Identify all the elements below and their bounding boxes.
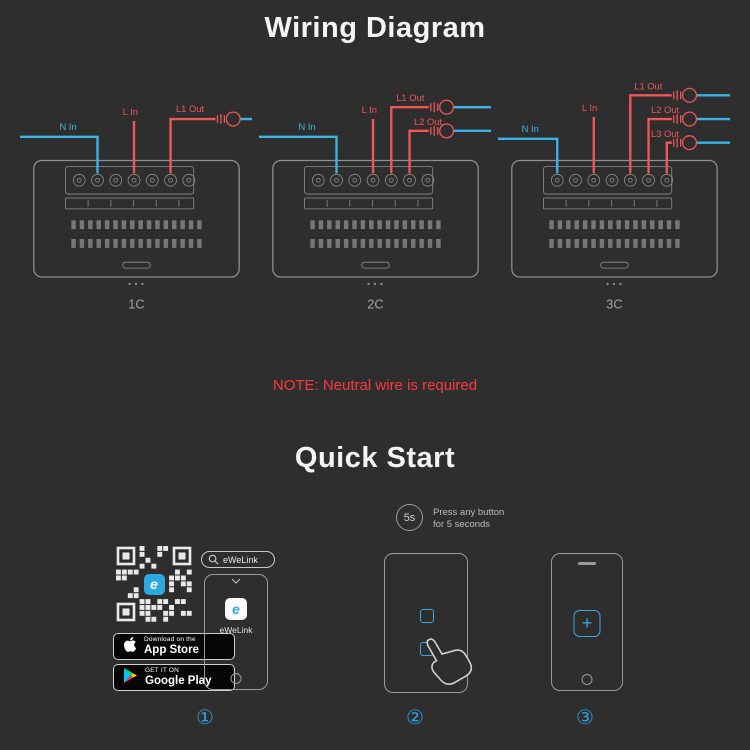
ewelink-app-name: eWeLink: [219, 625, 253, 635]
add-device-button: +: [573, 610, 601, 637]
touch-button-1: [420, 609, 434, 623]
search-text: eWeLink: [223, 554, 258, 565]
press-instruction-line1: Press any button: [433, 507, 505, 518]
ewelink-logo: e: [141, 571, 167, 597]
n-in-label: N In: [59, 122, 76, 132]
l-in-label: L In: [123, 107, 138, 117]
model-label-3c: 3C: [606, 297, 622, 312]
step-number-1: ①: [196, 707, 214, 729]
l1-out-label: L1 Out: [634, 81, 662, 91]
wiring-diagram-2c: N In L In L1 Out L2 Out 2C: [259, 93, 491, 312]
home-button: [230, 673, 242, 684]
app-store-name: App Store: [144, 644, 199, 656]
qr-code: e: [113, 543, 195, 625]
qr-pattern: [116, 546, 192, 622]
l3-out-label: L3 Out: [651, 129, 679, 139]
google-play-icon: [123, 667, 138, 689]
google-play-badge: GET IT ON Google Play: [113, 664, 235, 691]
switch-plate: [33, 159, 240, 286]
app-store-tagline: Download on the: [144, 635, 196, 643]
ewelink-app-icon: e: [225, 598, 247, 620]
bulb-icon: [673, 135, 698, 151]
l1-out-wire: [390, 105, 429, 174]
bulb-icon: [673, 87, 698, 103]
home-button: [581, 674, 593, 685]
step-number-2: ②: [406, 707, 424, 729]
l-in-label: L In: [582, 103, 597, 113]
n-in-label: N In: [522, 124, 539, 134]
app-store-badge: Download on the App Store: [113, 633, 235, 660]
wiring-diagram-1c: N In L In L1 Out 1C: [20, 104, 252, 312]
wiring-diagram-3c: N In L In L1 Out L2 Out L3 Out 3C: [498, 81, 730, 312]
l2-out-wire: [408, 129, 429, 174]
bulb-icon: [430, 99, 455, 115]
chevron-down-icon: [231, 578, 241, 584]
l2-out-label: L2 Out: [414, 117, 442, 127]
google-play-tagline: GET IT ON: [145, 666, 180, 674]
timer-text: 5s: [403, 511, 416, 524]
n-in-label: N In: [298, 122, 315, 132]
l2-out-label: L2 Out: [651, 105, 679, 115]
l-in-label: L In: [362, 105, 377, 115]
ewelink-logo-letter: e: [143, 573, 165, 595]
search-bar: eWeLink: [201, 551, 275, 568]
five-seconds-badge: 5s: [396, 504, 423, 531]
l1-out-label: L1 Out: [176, 104, 204, 114]
neutral-wire: [20, 117, 252, 174]
apple-icon: [123, 636, 137, 658]
ewelink-app-icon-letter: e: [232, 601, 240, 617]
bulb-icon: [216, 111, 241, 127]
bulb-icon: [673, 111, 698, 127]
neutral-wire: [498, 94, 730, 174]
hand-pointer-icon: [426, 638, 473, 686]
phone-step1: e eWeLink: [204, 574, 268, 690]
google-play-name: Google Play: [145, 675, 212, 687]
l1-out-wire: [629, 94, 672, 174]
speaker-slot: [578, 562, 596, 565]
switch-plate: [272, 159, 479, 286]
l1-out-wire: [169, 117, 216, 174]
phone-step3: +: [551, 553, 623, 691]
l1-out-label: L1 Out: [396, 93, 424, 103]
press-instruction: Press any button for 5 seconds: [433, 507, 504, 530]
model-label-1c: 1C: [128, 297, 144, 312]
l2-out-wire: [647, 117, 672, 174]
l3-out-wire: [665, 141, 672, 174]
press-instruction-line2: for 5 seconds: [433, 518, 491, 530]
neutral-wire: [259, 105, 491, 174]
step-number-3: ③: [576, 707, 594, 729]
plus-icon: +: [581, 613, 593, 633]
switch-plate: [511, 159, 718, 286]
neutral-wire-note: NOTE: Neutral wire is required: [272, 377, 478, 394]
search-icon: [208, 554, 219, 565]
bulb-icon: [430, 123, 455, 139]
model-label-2c: 2C: [367, 297, 383, 312]
wiring-diagram-title: Wiring Diagram: [264, 12, 486, 44]
wiring-diagrams-row: N In L In L1 Out 1C: [20, 72, 730, 324]
quick-start-title: Quick Start: [294, 442, 456, 474]
